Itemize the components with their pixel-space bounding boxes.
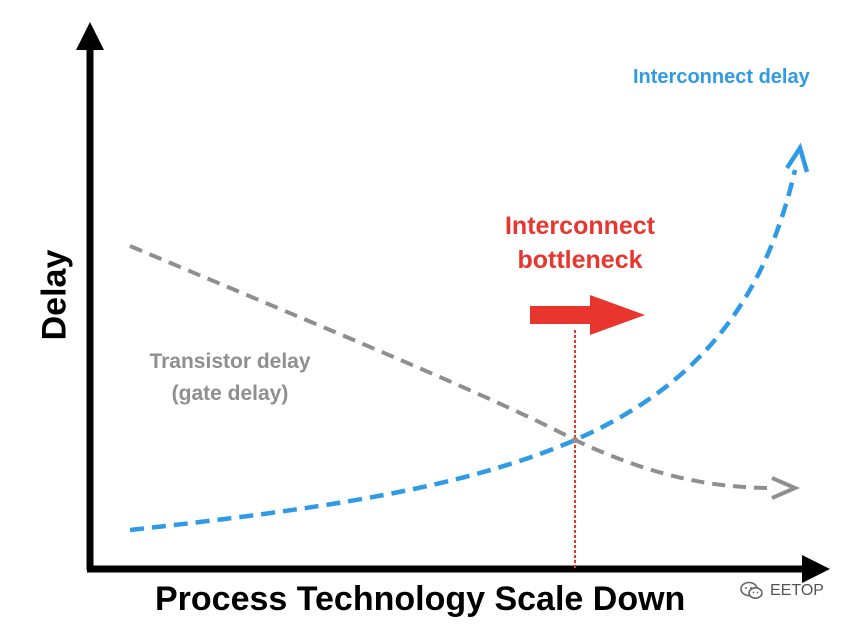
wechat-icon xyxy=(740,581,763,599)
intersection-point xyxy=(572,437,578,443)
x-axis-label: Process Technology Scale Down xyxy=(155,580,686,618)
transistor-delay-arrowhead xyxy=(771,476,801,500)
interconnect-delay-arrowhead xyxy=(785,142,810,173)
watermark-text: EETOP xyxy=(770,582,824,599)
watermark: EETOP xyxy=(740,581,824,601)
transistor-delay-curve xyxy=(129,244,776,490)
bottleneck-label-line1: Interconnect xyxy=(504,212,656,240)
transistor-delay-label-line1: Transistor delay xyxy=(149,350,311,373)
y-axis-label: Delay xyxy=(35,249,74,341)
interconnect-delay-label: Interconnect delay xyxy=(633,66,810,88)
interconnect-delay-curve xyxy=(129,169,798,533)
bottleneck-label-line2: bottleneck xyxy=(517,246,643,274)
y-axis-arrowhead xyxy=(76,22,104,50)
x-axis-arrowhead xyxy=(802,555,830,583)
transistor-delay-label-line2: (gate delay) xyxy=(171,382,289,405)
bottleneck-arrow xyxy=(530,295,645,335)
